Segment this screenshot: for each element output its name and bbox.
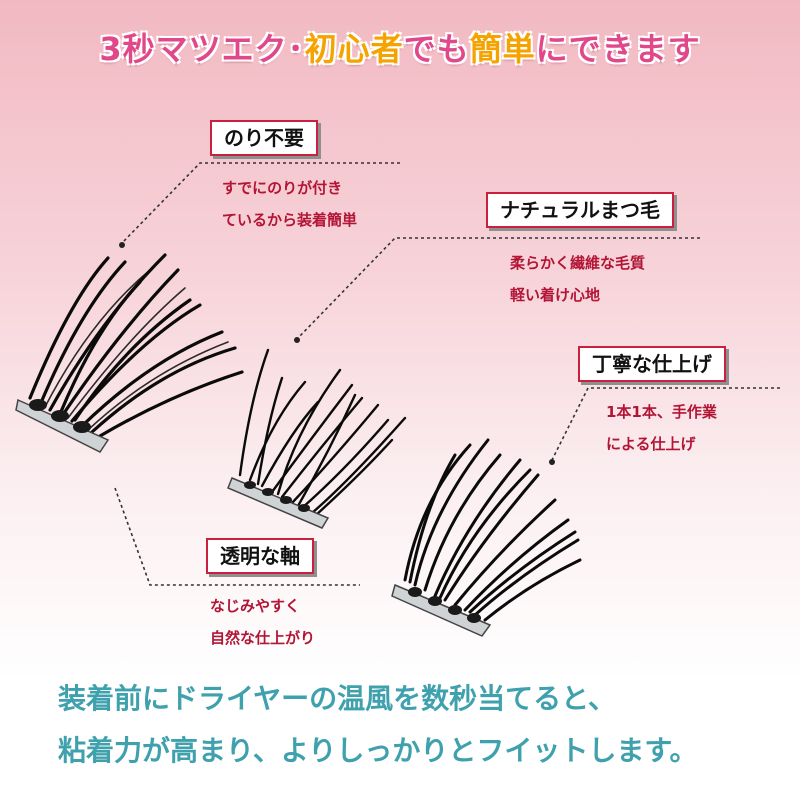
label-natural-lashes-text: ナチュラルまつ毛: [500, 198, 660, 222]
callout-line-band: [114, 487, 360, 586]
desc-natural-lashes-line-2: 軽い着け心地: [510, 286, 601, 304]
lash-band-2-knots: [244, 481, 310, 512]
label-careful-finish: 丁寧な仕上げ: [578, 346, 726, 382]
lash-band-1-knots: [29, 399, 91, 433]
desc-no-glue-line-1: すでにのりが付き: [222, 179, 343, 197]
lash-band-2: [227, 477, 330, 529]
callout-dot-natural: [294, 337, 300, 343]
lash-cluster-1: [28, 253, 244, 438]
lash-cluster-3: [403, 438, 582, 622]
title-part-4: 簡単: [469, 30, 536, 68]
title-part-5: にできます: [535, 30, 701, 68]
label-no-glue: のり不要: [210, 120, 318, 156]
title-part-2: 初心者: [304, 30, 404, 68]
desc-natural-lashes: 柔らかく繊維な毛質 軽い着け心地: [510, 247, 645, 311]
desc-no-glue-line-2: ているから装着簡単: [222, 211, 358, 229]
label-careful-finish-text: 丁寧な仕上げ: [592, 352, 712, 376]
callout-line-glue: [121, 162, 400, 244]
desc-clear-band: なじみやすく 自然な仕上がり: [210, 590, 315, 654]
desc-clear-band-line-1: なじみやすく: [210, 597, 301, 615]
desc-no-glue: すでにのりが付き ているから装着簡単: [222, 172, 357, 236]
callout-dot-finish: [549, 459, 555, 465]
lash-cluster-2: [238, 348, 407, 517]
tip-line-2: 粘着力が高まり、よりしっかりとフイットします。: [58, 734, 698, 767]
label-natural-lashes: ナチュラルまつ毛: [486, 192, 674, 228]
callout-lines: [114, 162, 780, 586]
label-clear-band-text: 透明な軸: [220, 544, 300, 568]
label-clear-band: 透明な軸: [206, 538, 314, 574]
lash-band-3-knots: [408, 587, 481, 623]
title-part-1: 3秒マツエク･: [99, 30, 305, 68]
desc-careful-finish-line-2: による仕上げ: [606, 435, 696, 453]
desc-clear-band-line-2: 自然な仕上がり: [210, 629, 316, 647]
desc-careful-finish-line-1: 1本1本、手作業: [606, 403, 717, 421]
callout-line-finish: [551, 387, 780, 461]
callout-line-natural: [297, 237, 700, 339]
page-title: 3秒マツエク･初心者でも簡単にできます: [0, 24, 800, 70]
label-no-glue-text: のり不要: [224, 126, 304, 150]
callout-dot-glue: [119, 242, 125, 248]
tip-line-1: 装着前にドライヤーの温風を数秒当てると、: [58, 682, 617, 715]
desc-careful-finish: 1本1本、手作業 による仕上げ: [606, 396, 717, 460]
title-part-3: でも: [403, 30, 470, 68]
desc-natural-lashes-line-1: 柔らかく繊維な毛質: [510, 254, 646, 272]
